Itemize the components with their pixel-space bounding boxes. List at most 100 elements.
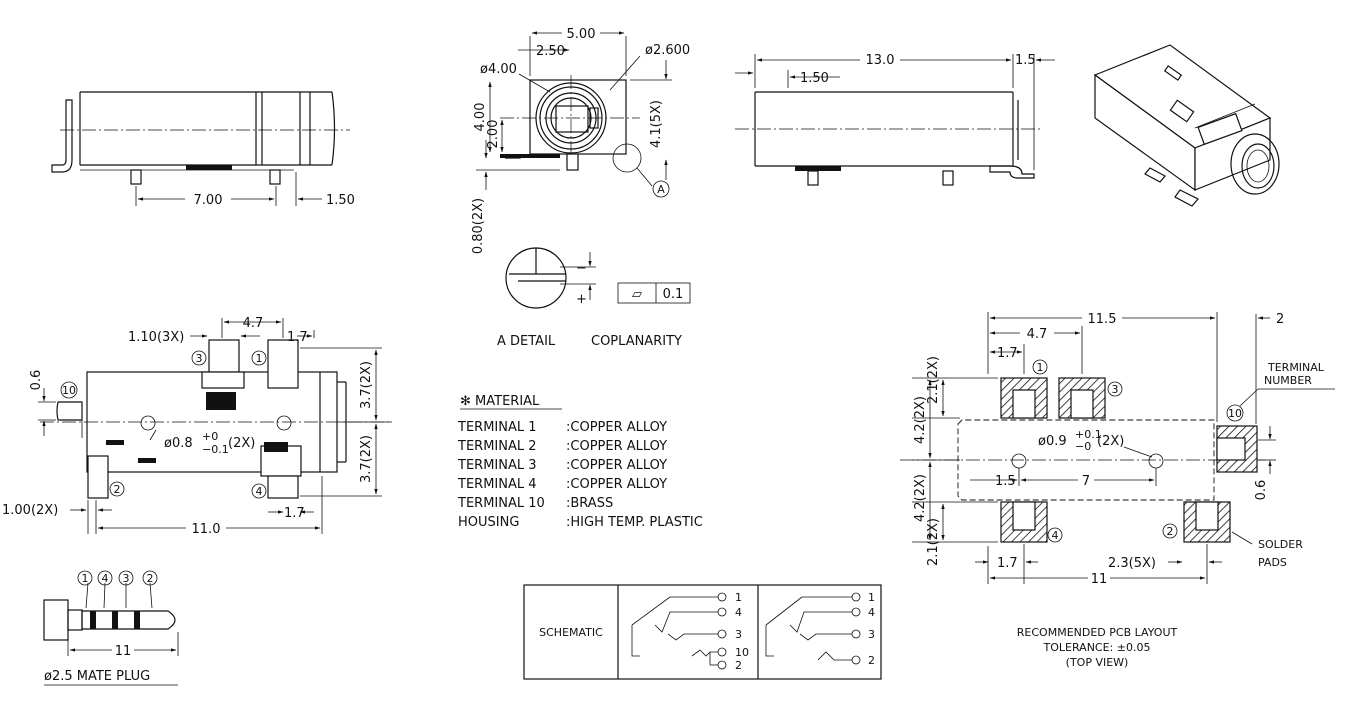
material-row-value: :COPPER ALLOY — [566, 458, 667, 473]
dim-1-5: 1.5 — [1015, 53, 1036, 68]
material-row-value: :COPPER ALLOY — [566, 439, 667, 454]
dim-1-5-pcb: 1.5 — [995, 474, 1016, 489]
iso-view-picture — [1093, 44, 1280, 207]
dim-13-0: 13.0 — [866, 53, 895, 68]
material-row-name: TERMINAL 1 — [457, 420, 537, 435]
schematic-left-pin: 10 — [735, 646, 749, 659]
dim-3-7-2x-top: 3.7(2X) — [359, 361, 374, 409]
dim-1-50-right: 1.50 — [800, 71, 829, 86]
dim-4-2-2x-top: 4.2(2X) — [913, 396, 928, 444]
pad-2-label: 2 — [1167, 525, 1174, 538]
dim-2: 2 — [1276, 312, 1284, 327]
dim-1-00-2x: 1.00(2X) — [2, 503, 58, 518]
terminal-number-line1: TERMINAL — [1267, 361, 1325, 374]
dim-2-1-2x-top: 2.1(2X) — [926, 356, 941, 404]
material-row-value: :COPPER ALLOY — [566, 477, 667, 492]
material-row-value: :HIGH TEMP. PLASTIC — [566, 515, 703, 530]
coplanarity-label: COPLANARITY — [591, 334, 682, 349]
dim-4-2-2x-bottom: 4.2(2X) — [913, 474, 928, 522]
detail-a: − + ⏥ 0.1 A DETAIL COPLANARITY — [497, 247, 691, 349]
dim-2-1-2x-bottom: 2.1(2X) — [926, 518, 941, 566]
schematic-left-pin: 4 — [735, 606, 742, 619]
plug-contact-4: 4 — [102, 572, 109, 585]
dim-4-7-pcb: 4.7 — [1027, 327, 1048, 342]
pad-10-label: 10 — [1228, 407, 1242, 420]
pad-1-label: 1 — [1037, 361, 1044, 374]
dim-4-7: 4.7 — [243, 316, 264, 331]
mate-plug: 1 4 3 2 11 ø2.5 MATE PLUG — [43, 570, 179, 686]
material-row-name: TERMINAL 2 — [457, 439, 537, 454]
dim-11-5: 11.5 — [1088, 312, 1117, 327]
schematic-right-pin: 3 — [868, 628, 875, 641]
detail-minus: − — [576, 261, 587, 276]
term-2-label: 2 — [114, 483, 121, 496]
material-list: ✻ MATERIAL TERMINAL 1 :COPPER ALLOY TERM… — [457, 394, 703, 530]
term-3-label: 3 — [196, 352, 203, 365]
dim-11-pcb: 11 — [1091, 572, 1108, 587]
dim-11-0: 11.0 — [192, 522, 221, 537]
dim-1-7-pcb-top: 1.7 — [997, 346, 1018, 361]
plug-dim-11: 11 — [115, 644, 132, 659]
schematic-left-pin: 2 — [735, 659, 742, 672]
side-view-left: 7.00 1.50 — [51, 91, 355, 208]
side-view-right: 13.0 1.5 1.50 — [735, 51, 1055, 186]
dim-dia-4-00: ø4.00 — [480, 62, 517, 77]
dim-0-6: 0.6 — [29, 370, 44, 391]
solder-line2: PADS — [1258, 556, 1287, 569]
material-row-name: TERMINAL 4 — [457, 477, 537, 492]
plug-contact-2: 2 — [147, 572, 154, 585]
schematic-label: SCHEMATIC — [539, 626, 603, 639]
hole-dim: ø0.8 — [164, 436, 193, 451]
detail-marker-a: A — [657, 183, 665, 196]
coplanarity-value: 0.1 — [663, 287, 684, 302]
plug-contact-3: 3 — [123, 572, 130, 585]
dim-4-1-5x: 4.1(5X) — [649, 100, 664, 148]
material-row-name: TERMINAL 10 — [457, 496, 545, 511]
dim-dia-2-600: ø2.600 — [645, 43, 690, 58]
term-1-label: 1 — [256, 352, 263, 365]
caption-line1: RECOMMENDED PCB LAYOUT — [1017, 626, 1178, 639]
dim-3-7-2x-bottom: 3.7(2X) — [359, 435, 374, 483]
mate-plug-label: ø2.5 MATE PLUG — [44, 669, 150, 684]
hole-tol-plus: +0 — [202, 430, 218, 443]
coplanarity-symbol: ⏥ — [632, 287, 642, 302]
dim-0-80-2x: 0.80(2X) — [471, 198, 486, 254]
a-detail-label: A DETAIL — [497, 334, 556, 349]
schematic-left-pin: 3 — [735, 628, 742, 641]
pcb-hole-count: (2X) — [1097, 434, 1124, 449]
solder-line1: SOLDER — [1258, 538, 1303, 551]
pcb-layout: 1 3 10 TERMINAL NUMBER 4 2 SOLDER PADS 1… — [900, 310, 1335, 669]
hole-count: (2X) — [228, 436, 255, 451]
terminal-number-line2: NUMBER — [1264, 374, 1312, 387]
plug-contact-1: 1 — [82, 572, 89, 585]
pcb-hole-tol-plus: +0.1 — [1075, 428, 1102, 441]
schematic-right-pin: 2 — [868, 654, 875, 667]
caption-line2: TOLERANCE: ±0.05 — [1043, 641, 1151, 654]
dim-2-50: 2.50 — [536, 44, 565, 59]
caption-line3: (TOP VIEW) — [1066, 656, 1129, 669]
pad-3-label: 3 — [1112, 383, 1119, 396]
dim-5-00: 5.00 — [567, 27, 596, 42]
material-row-name: HOUSING — [458, 515, 519, 530]
pcb-hole-dim: ø0.9 — [1038, 434, 1067, 449]
dim-1-50: 1.50 — [326, 193, 355, 208]
front-view: A 5.00 2.50 ø2.600 ø4.00 4.00 2.00 4.1(5… — [471, 25, 690, 254]
dim-7-pcb: 7 — [1082, 474, 1090, 489]
dim-7-00: 7.00 — [194, 193, 223, 208]
hole-tol-minus: −0.1 — [202, 443, 229, 456]
schematic-right-pin: 1 — [868, 591, 875, 604]
schematic: SCHEMATIC 1 4 3 10 2 1 4 3 2 — [523, 584, 882, 680]
dim-4-00: 4.00 — [473, 103, 488, 132]
dim-1-7-top: 1.7 — [287, 330, 308, 345]
material-row-value: :BRASS — [566, 496, 613, 511]
material-row-value: :COPPER ALLOY — [566, 420, 667, 435]
schematic-left-pin: 1 — [735, 591, 742, 604]
dim-1-10-3x: 1.10(3X) — [128, 330, 184, 345]
material-row-name: TERMINAL 3 — [457, 458, 537, 473]
dim-2-00: 2.00 — [486, 120, 501, 149]
dim-0-6-pcb: 0.6 — [1254, 480, 1269, 501]
term-10-label: 10 — [62, 384, 76, 397]
term-4-label: 4 — [256, 485, 263, 498]
pad-4-label: 4 — [1052, 529, 1059, 542]
